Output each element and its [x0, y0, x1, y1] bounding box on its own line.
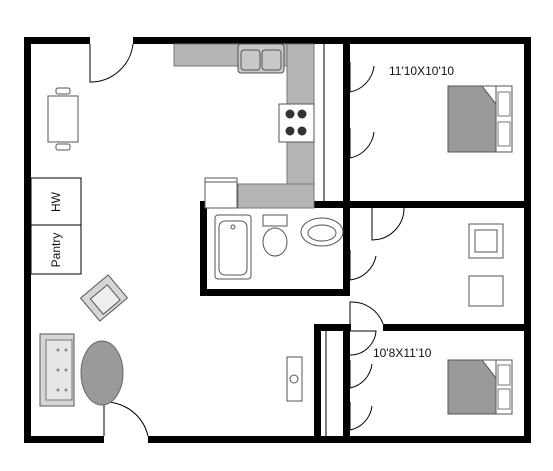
console-table — [286, 356, 303, 402]
sofa — [39, 333, 75, 407]
interior-walls — [200, 44, 531, 443]
burner — [297, 126, 307, 136]
bed1-closet-door-2[interactable] — [349, 128, 375, 159]
burner — [285, 126, 295, 136]
sink-basin-left — [240, 49, 261, 71]
front-door-top[interactable] — [89, 43, 134, 83]
bed1-closet-door-1[interactable] — [349, 62, 375, 93]
pantry-label: Pantry — [49, 233, 63, 268]
laundry-door[interactable] — [371, 207, 405, 241]
bed-2 — [447, 359, 513, 415]
closet-partitions — [30, 44, 327, 436]
wall-laundry-bottom — [383, 324, 531, 331]
armchair — [79, 274, 129, 322]
wall-hall-west — [314, 324, 321, 443]
laundry-closet-door[interactable] — [349, 250, 377, 281]
wall-bath-top — [200, 201, 531, 208]
wall-right — [524, 37, 531, 443]
area-rug — [80, 340, 124, 406]
bed2-closet-door-1[interactable] — [349, 360, 373, 389]
chair-top — [55, 87, 71, 95]
bedroom2-door[interactable] — [349, 330, 377, 356]
toilet — [262, 227, 288, 257]
kitchen — [173, 43, 315, 209]
table — [47, 95, 79, 143]
wall-top-left — [24, 37, 90, 44]
dryer — [468, 275, 504, 307]
bed2-closet-door-2[interactable] — [349, 402, 373, 431]
refrigerator — [204, 177, 238, 209]
sofa-cushion-marks — [56, 348, 68, 392]
wall-bath-west — [200, 201, 207, 296]
wall-bath-bottom — [200, 289, 350, 296]
back-door-bottom[interactable] — [103, 401, 149, 437]
toilet-tank — [262, 214, 288, 227]
wall-bed1-west — [343, 44, 350, 201]
bedroom-1-dimensions: 11'10X10'10 — [389, 64, 454, 78]
exterior-walls — [24, 37, 531, 443]
wall-bottom-right — [148, 436, 531, 443]
wall-bottom-left — [24, 436, 104, 443]
wall-top-right — [133, 37, 531, 44]
burner — [297, 109, 307, 119]
stove — [278, 103, 315, 143]
wall-hall-top — [314, 324, 351, 331]
laundry — [468, 223, 504, 307]
hall-door[interactable] — [349, 301, 384, 325]
dining-table — [47, 87, 79, 151]
tub-drain — [230, 224, 236, 230]
pantry-closet — [30, 224, 82, 275]
bed-1 — [447, 85, 513, 153]
wall-bed2-west — [343, 324, 350, 443]
doors — [89, 43, 405, 437]
wall-bath-east — [343, 201, 350, 296]
kitchen-counter-bottom — [237, 183, 315, 209]
burner — [285, 109, 295, 119]
water-heater-label: HW — [49, 191, 63, 212]
sink-basin-right — [261, 49, 282, 71]
bedroom-2-dimensions: 10'8X11'10 — [373, 346, 432, 360]
chair-bottom — [55, 143, 71, 151]
bathroom — [214, 214, 344, 280]
wall-left — [24, 37, 31, 443]
